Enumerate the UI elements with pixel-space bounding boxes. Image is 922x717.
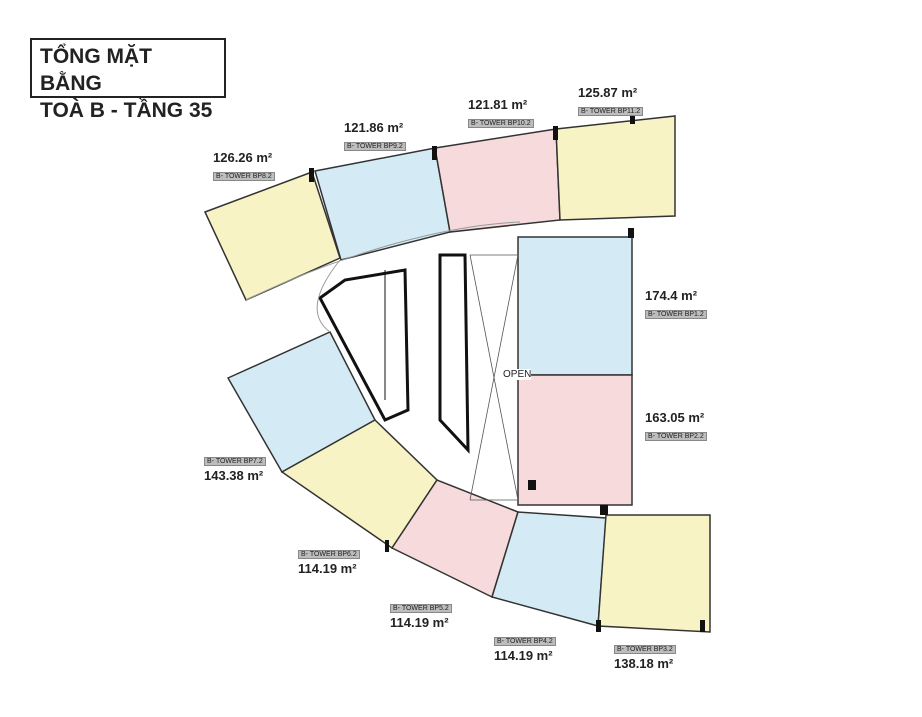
label-bp2-2: 163.05 m² B- TOWER BP2.2 [645, 410, 707, 443]
unit-area: 126.26 m² [213, 150, 273, 165]
unit-tag: B- TOWER BP2.2 [645, 432, 707, 441]
unit-area: 121.86 m² [344, 120, 404, 135]
unit-tag: B- TOWER BP11.2 [578, 107, 644, 116]
unit-area: 114.19 m² [390, 615, 449, 630]
unit-tag: B- TOWER BP9.2 [344, 142, 406, 151]
unit-area: 174.4 m² [645, 288, 698, 303]
unit-area: 114.19 m² [298, 561, 357, 576]
label-bp3-2: B- TOWER BP3.2 138.18 m² [614, 638, 676, 671]
unit-bp8-2[interactable] [203, 171, 341, 301]
label-bp4-2: B- TOWER BP4.2 114.19 m² [494, 630, 556, 663]
unit-area: 138.18 m² [614, 656, 674, 671]
label-bp6-2: B- TOWER BP6.2 114.19 m² [298, 543, 360, 576]
label-bp1-2: 174.4 m² B- TOWER BP1.2 [645, 288, 707, 321]
core-right [438, 253, 470, 454]
unit-area: 163.05 m² [645, 410, 705, 425]
label-bp7-2: B- TOWER BP7.2 143.38 m² [204, 450, 266, 483]
unit-area: 143.38 m² [204, 468, 264, 483]
label-bp10-2: 121.81 m² B- TOWER BP10.2 [468, 97, 534, 130]
unit-tag: B- TOWER BP1.2 [645, 310, 707, 319]
core-left [318, 268, 410, 422]
open-label: OPEN [503, 369, 532, 380]
label-bp9-2: 121.86 m² B- TOWER BP9.2 [344, 120, 406, 153]
label-bp8-2: 126.26 m² B- TOWER BP8.2 [213, 150, 275, 183]
unit-area: 114.19 m² [494, 648, 553, 663]
unit-tag: B- TOWER BP6.2 [298, 550, 360, 559]
title-line-2: TOÀ B - TẦNG 35 [40, 99, 213, 122]
label-bp5-2: B- TOWER BP5.2 114.19 m² [390, 597, 452, 630]
unit-tag: B- TOWER BP8.2 [213, 172, 275, 181]
plan-title: TỔNG MẶT BẰNG TOÀ B - TẦNG 35 [30, 38, 226, 122]
unit-bp2-2[interactable] [517, 374, 633, 506]
unit-bp3-2[interactable] [597, 514, 711, 633]
unit-area: 125.87 m² [578, 85, 638, 100]
unit-tag: B- TOWER BP10.2 [468, 119, 534, 128]
unit-bp11-2[interactable] [555, 115, 676, 221]
unit-area: 121.81 m² [468, 97, 528, 112]
unit-tag: B- TOWER BP4.2 [494, 637, 556, 646]
unit-tag: B- TOWER BP7.2 [204, 457, 266, 466]
label-bp11-2: 125.87 m² B- TOWER BP11.2 [578, 85, 644, 118]
unit-tag: B- TOWER BP5.2 [390, 604, 452, 613]
title-line-1: TỔNG MẶT BẰNG [40, 45, 152, 95]
structural-columns [309, 110, 705, 632]
unit-tag: B- TOWER BP3.2 [614, 645, 676, 654]
open-void-lines [469, 254, 519, 501]
unit-bp10-2[interactable] [434, 128, 561, 233]
unit-bp1-2[interactable] [517, 236, 633, 376]
core [318, 253, 470, 454]
